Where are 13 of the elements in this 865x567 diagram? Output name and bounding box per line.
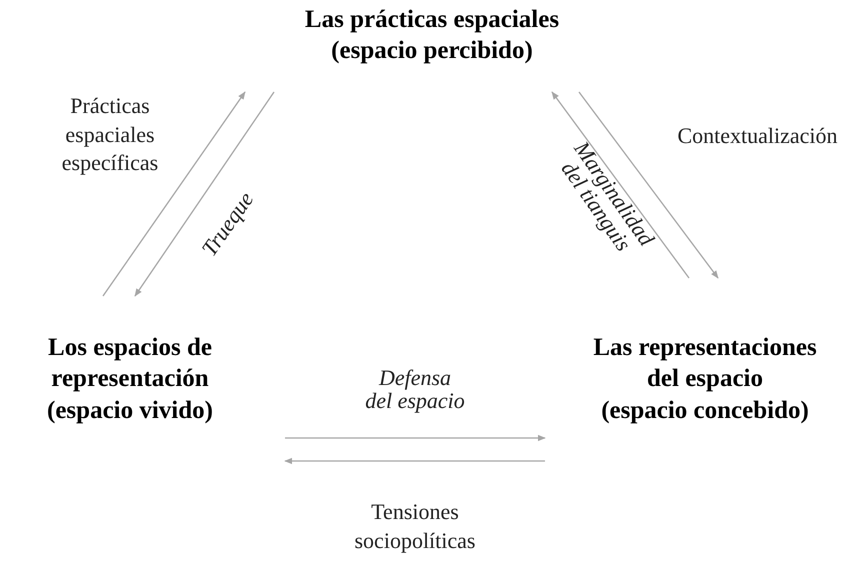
- edge-label: Defensa del espacio: [364, 366, 466, 412]
- arrow: [134, 92, 275, 297]
- arrow: [285, 434, 546, 442]
- arrow: [102, 91, 246, 296]
- node-title: Las prácticas espaciales (espacio percibido): [304, 5, 560, 66]
- edge-label: Contextualización: [676, 122, 839, 150]
- node-title: Las representaciones del espacio (espacio concebido): [593, 333, 817, 426]
- arrow: [551, 91, 690, 278]
- edge-label: Prácticas espaciales específicas: [60, 92, 160, 178]
- arrow: [284, 458, 545, 464]
- node-title: Los espacios de representación (espacio vivido): [47, 333, 213, 426]
- edge-label: Tensiones sociopolíticas: [354, 498, 476, 555]
- arrow: [578, 92, 719, 279]
